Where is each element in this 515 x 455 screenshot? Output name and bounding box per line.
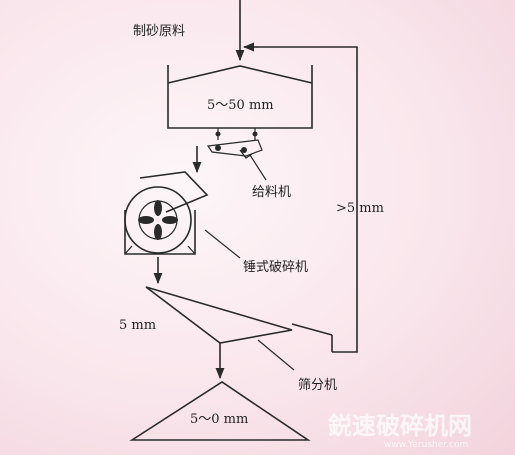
hopper-size-label: 5～50 mm (207, 98, 274, 113)
hammer-crusher-label: 锤式破碎机 (243, 260, 308, 275)
watermark-name: 鋭速破碎机网 (328, 412, 472, 440)
feeder-label: 给料机 (252, 185, 291, 200)
product-size-label: 5～0 mm (190, 412, 248, 427)
feeder-leader-line (249, 154, 267, 181)
screen-leader-line (257, 339, 295, 371)
return-loop-line (242, 42, 358, 353)
product-pile (129, 381, 311, 441)
vibrating-screen (145, 286, 333, 352)
hopper (167, 65, 313, 129)
hammer-crusher (124, 171, 209, 255)
return-size-label: >5 mm (336, 201, 384, 216)
raw-material-label: 制砂原料 (133, 24, 185, 39)
watermark-url: www.Yerusher.com (384, 440, 468, 450)
feeder (206, 128, 263, 159)
watermark: 鋭速破碎机网 www.Yerusher.com (328, 412, 472, 450)
screen-label: 筛分机 (298, 378, 337, 393)
crusher-leader-line (204, 229, 241, 259)
screen-side-label: 5 mm (119, 318, 156, 333)
